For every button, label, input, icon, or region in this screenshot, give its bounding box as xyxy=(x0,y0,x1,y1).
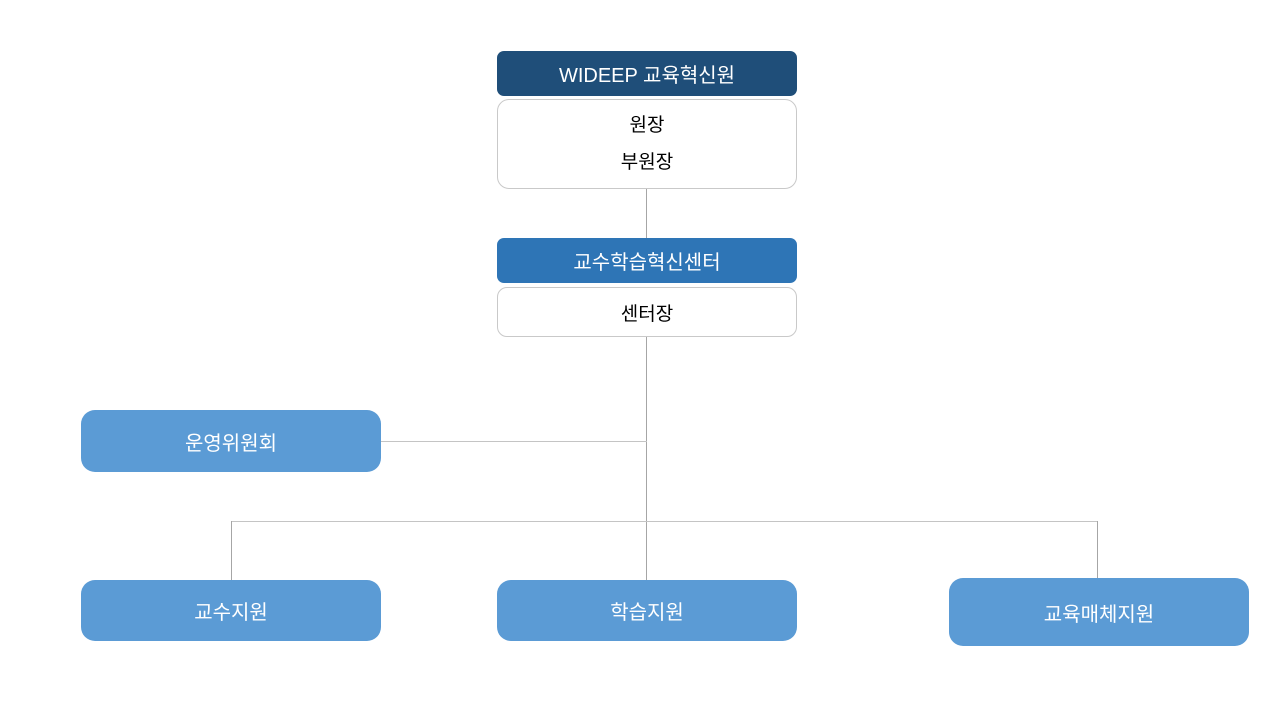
org-node-root-detail-line2: 부원장 xyxy=(620,152,674,173)
org-node-root-label: WIDEEP 교육혁신원 xyxy=(558,65,736,87)
org-node-team-1: 교수지원 xyxy=(81,580,381,641)
org-node-committee-label: 운영위원회 xyxy=(185,432,277,455)
org-node-team-2-label: 학습지원 xyxy=(610,602,684,624)
org-node-team-2: 학습지원 xyxy=(497,580,797,641)
org-node-root: WIDEEP 교육혁신원 xyxy=(497,51,797,96)
org-node-committee: 운영위원회 xyxy=(81,410,381,472)
org-node-center: 교수학습혁신센터 xyxy=(497,238,797,283)
org-node-center-detail: 센터장 xyxy=(497,287,797,337)
connector-committee-horizontal xyxy=(381,441,647,442)
connector-root-to-center xyxy=(646,189,647,238)
connector-drop-left xyxy=(231,521,232,580)
org-node-center-label: 교수학습혁신센터 xyxy=(573,252,721,274)
connector-drop-right xyxy=(1097,521,1098,578)
connector-trunk-vertical xyxy=(646,337,647,580)
org-node-team-1-label: 교수지원 xyxy=(194,602,268,624)
org-node-root-detail-line1: 원장 xyxy=(629,115,665,136)
org-node-center-detail-label: 센터장 xyxy=(620,303,674,325)
org-node-root-detail: 원장 부원장 xyxy=(497,99,797,189)
connector-distribution-horizontal xyxy=(231,521,1098,522)
org-node-team-3: 교육매체지원 xyxy=(949,578,1249,646)
org-node-team-3-label: 교육매체지원 xyxy=(1043,603,1155,626)
